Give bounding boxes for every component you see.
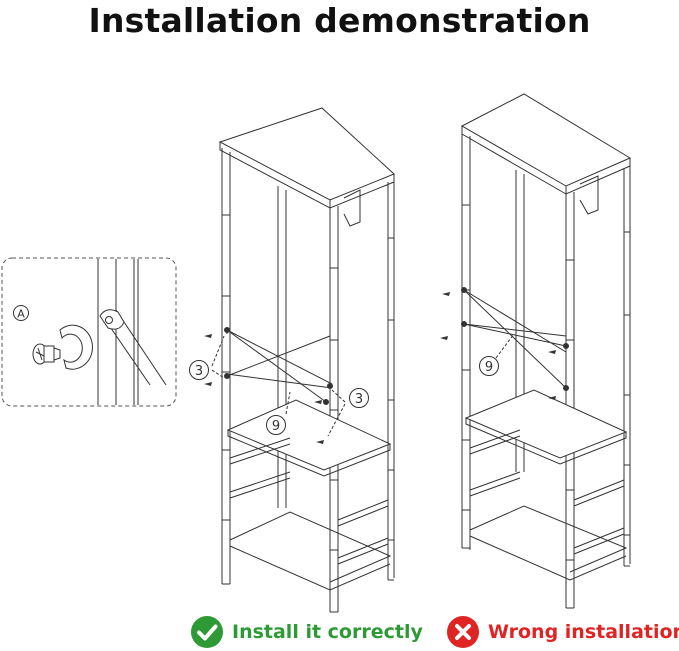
- callout-3-left-label: 3: [195, 364, 203, 379]
- legend-wrong: Wrong installation: [446, 614, 679, 650]
- legend-wrong-label: Wrong installation: [488, 621, 679, 643]
- callout-3-right-label: 3: [355, 392, 363, 407]
- callout-a: A: [13, 305, 29, 321]
- legend-correct-label: Install it correctly: [232, 621, 423, 643]
- callout-a-label: A: [17, 308, 25, 321]
- check-circle-icon: [190, 615, 224, 649]
- x-circle-icon: [446, 615, 480, 649]
- callout-9-right: 9: [479, 356, 499, 376]
- callout-9-left: 9: [266, 415, 286, 435]
- page-title: Installation demonstration: [88, 1, 591, 40]
- detail-inset: [1, 257, 177, 407]
- shelf-correct: [204, 107, 395, 613]
- callout-3-right: 3: [349, 388, 369, 408]
- screw-part: [32, 343, 61, 365]
- callout-9-left-label: 9: [272, 419, 280, 434]
- shelf-wrong: [440, 93, 632, 609]
- callout-9-right-label: 9: [485, 360, 493, 375]
- callout-3-left: 3: [189, 360, 209, 380]
- legend-correct: Install it correctly: [190, 614, 423, 650]
